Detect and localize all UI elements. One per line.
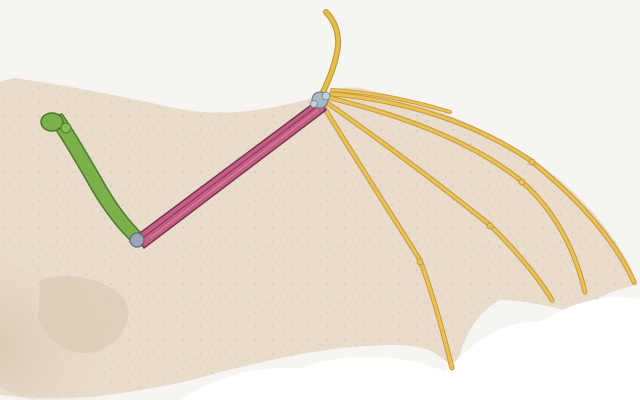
elbow-joint (130, 233, 144, 247)
humerus-knob (61, 123, 71, 133)
humerus-head (41, 113, 63, 131)
